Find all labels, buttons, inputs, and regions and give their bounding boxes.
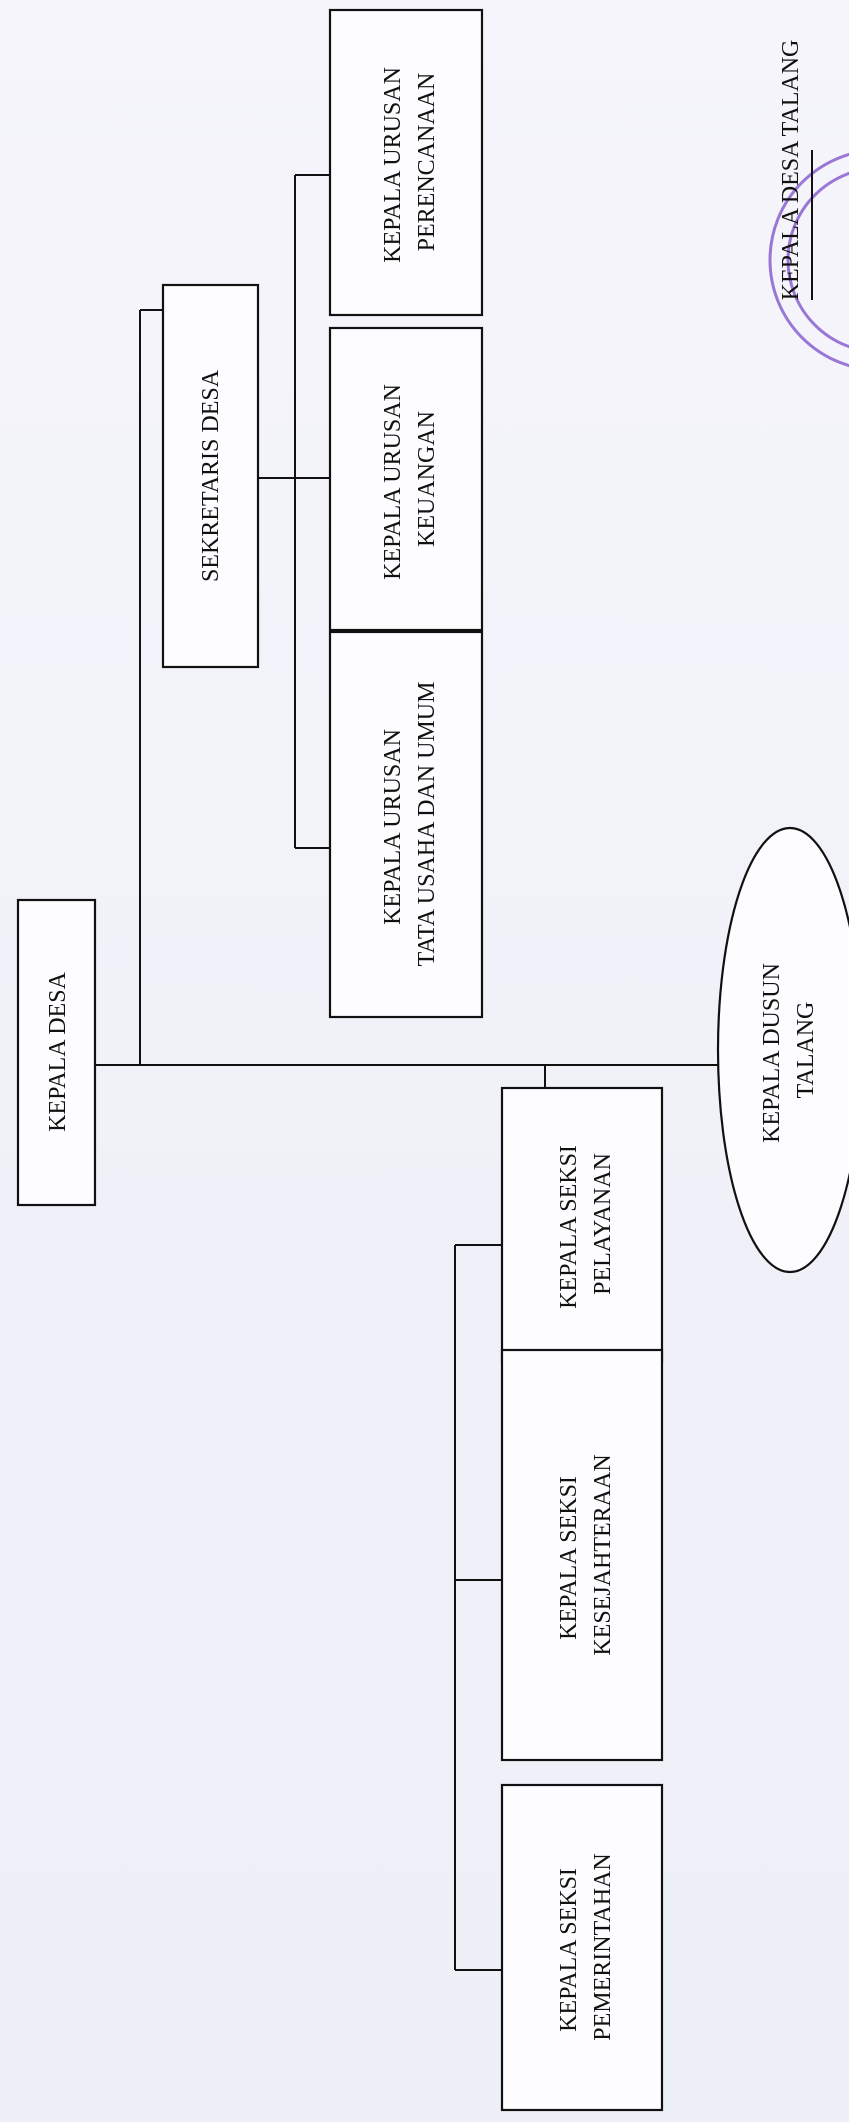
- svg-text:KEPALA URUSAN TATA USA: KEPALA URUSAN TATA USAHA DAN UMUM: [380, 682, 440, 967]
- node-kepala-seksi-pelayanan: KEPALA SEKSI PELAYANAN: [500, 1086, 664, 1363]
- svg-text:KEPALA DESA: KEPALA DESA: [45, 971, 71, 1131]
- node-label-line2: KEUANGAN: [414, 411, 440, 547]
- node-label-line2: TATA USAHA DAN UMUM: [414, 682, 440, 967]
- node-label-line2: PELAYANAN: [590, 1153, 616, 1295]
- node-label-line1: KEPALA SEKSI: [556, 1868, 582, 2032]
- svg-text:KEPALA DESA TALANG: KEPALA DESA TALANG: [778, 40, 804, 301]
- node-label-line2: TALANG: [793, 1002, 819, 1099]
- svg-text:KEPALA SEKSI KESEJAHTE: KEPALA SEKSI KESEJAHTERAAN: [556, 1454, 616, 1655]
- node-label-line1: KEPALA URUSAN: [380, 67, 406, 263]
- node-label-line2: KESEJAHTERAAN: [590, 1454, 616, 1655]
- node-label: SEKRETARIS DESA: [198, 369, 224, 582]
- node-label-line1: KEPALA URUSAN: [380, 729, 406, 925]
- svg-text:KEPALA URUSAN KEUANGAN: KEPALA URUSAN KEUANGAN: [380, 378, 440, 580]
- node-sekretaris-desa: SEKRETARIS DESA: [161, 283, 260, 669]
- svg-text:KEPALA SEKSI PEMERINTA: KEPALA SEKSI PEMERINTAHAN: [556, 1853, 616, 2040]
- node-label-line1: KEPALA SEKSI: [556, 1145, 582, 1309]
- node-label-line1: KEPALA DUSUN: [759, 963, 785, 1143]
- node-label-line1: KEPALA URUSAN: [380, 384, 406, 580]
- node-kepala-urusan-keuangan: KEPALA URUSAN KEUANGAN: [328, 326, 484, 632]
- node-kepala-seksi-kesejahteraan: KEPALA SEKSI KESEJAHTERAAN: [500, 1348, 664, 1762]
- official-seal-icon: [768, 152, 849, 368]
- node-label: KEPALA DESA: [45, 971, 71, 1131]
- node-label-line2: PERENCANAAN: [414, 73, 440, 252]
- svg-text:KEPALA URUSAN PERENCAN: KEPALA URUSAN PERENCANAAN: [380, 61, 440, 263]
- node-kepala-desa: KEPALA DESA: [16, 898, 97, 1207]
- node-kepala-dusun-talang: KEPALA DUSUN TALANG: [716, 826, 849, 1274]
- signature-label: KEPALA DESA TALANG: [778, 40, 804, 301]
- svg-text:KEPALA DUSUN TALANG: KEPALA DUSUN TALANG: [759, 957, 819, 1143]
- node-label-line1: KEPALA SEKSI: [556, 1476, 582, 1640]
- signature-text: KEPALA DESA TALANG: [778, 40, 804, 301]
- node-kepala-seksi-pemerintahan: KEPALA SEKSI PEMERINTAHAN: [500, 1783, 664, 2112]
- svg-text:SEKRETARIS DESA: SEKRETARIS DESA: [198, 369, 224, 582]
- node-kepala-urusan-perencanaan: KEPALA URUSAN PERENCANAAN: [328, 8, 484, 317]
- svg-text:KEPALA SEKSI PELAYANAN: KEPALA SEKSI PELAYANAN: [556, 1139, 616, 1309]
- node-label-line2: PEMERINTAHAN: [590, 1853, 616, 2040]
- node-kepala-urusan-tata-usaha: KEPALA URUSAN TATA USAHA DAN UMUM: [328, 630, 484, 1019]
